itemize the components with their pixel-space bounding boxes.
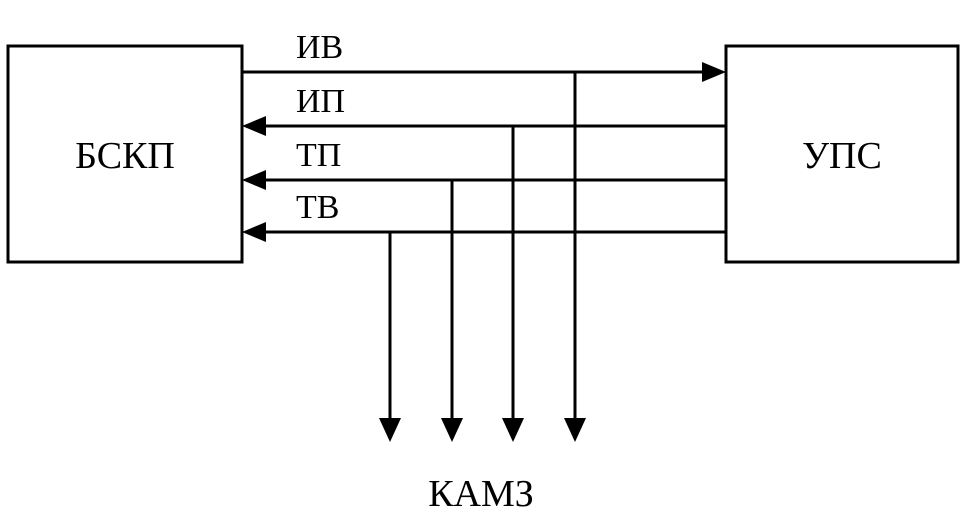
block-ups [724,44,960,264]
signal-label-tv: ТВ [296,189,339,226]
block-bskp-label: БСКП [75,135,175,177]
arrow-down-icon [564,418,586,442]
signal-label-ip: ИП [296,83,345,120]
arrow-left-icon [242,170,266,190]
arrow-right-icon [702,62,726,82]
signal-label-tp: ТП [296,137,341,174]
block-ups-label: УПС [802,135,882,177]
block-bskp [6,44,244,264]
arrow-down-icon [502,418,524,442]
arrow-left-icon [242,222,266,242]
arrow-left-icon [242,116,266,136]
arrow-down-icon [379,418,401,442]
block-kamz-label: КАМЗ [428,473,534,515]
signal-label-iv: ИВ [296,29,343,66]
arrow-down-icon [441,418,463,442]
